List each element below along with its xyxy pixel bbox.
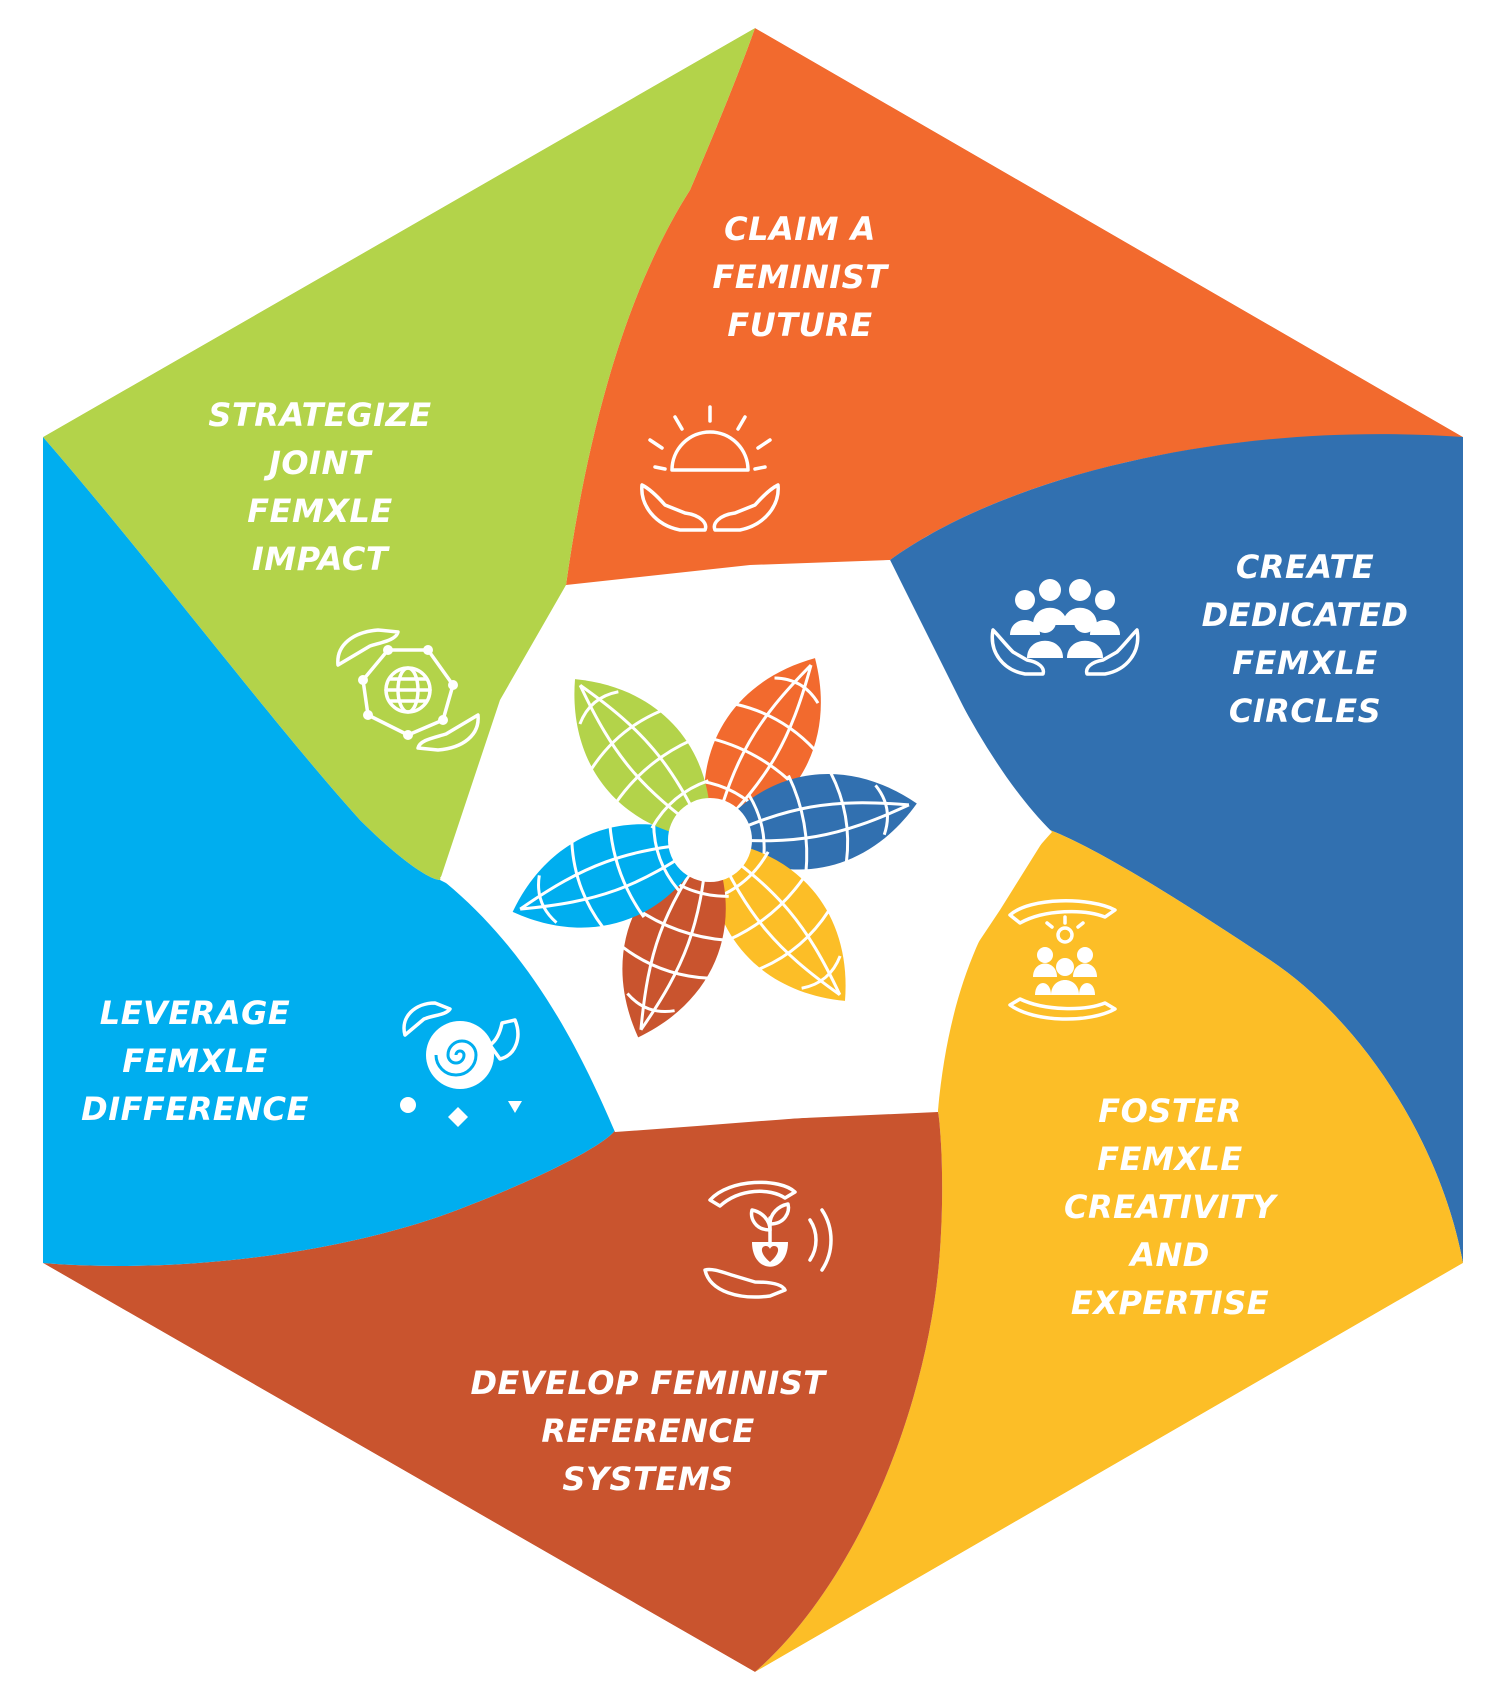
label-line: REFERENCE: [541, 1412, 754, 1450]
label-line: FEMXLE: [1232, 644, 1377, 682]
label-line: FEMXLE: [1097, 1140, 1242, 1178]
label-claim-feminist-future: CLAIM A FEMINIST FUTURE: [712, 210, 889, 344]
label-line: CREATE: [1236, 548, 1374, 586]
segment-create-dedicated-circles: [890, 434, 1463, 1263]
segment-claim-feminist-future: [566, 28, 1463, 585]
label-foster-femxle-creativity-expertise: FOSTER FEMXLE CREATIVITY AND EXPERTISE: [1064, 1092, 1278, 1322]
flower-center: [668, 798, 752, 882]
label-line: STRATEGIZE: [208, 396, 431, 434]
segment-foster-creativity-expertise: [755, 830, 1463, 1672]
label-line: FUTURE: [727, 306, 872, 344]
label-line: JOINT: [263, 444, 373, 482]
label-line: DEVELOP FEMINIST: [470, 1364, 827, 1402]
label-line: FEMINIST: [712, 258, 889, 296]
sprout-heart-hands-icon: [703, 1180, 833, 1299]
label-create-dedicated-femxle-circles: CREATE DEDICATED FEMXLE CIRCLES: [1202, 548, 1409, 730]
label-line: DEDICATED: [1202, 596, 1409, 634]
label-line: CIRCLES: [1229, 692, 1381, 730]
label-strategize-joint-femxle-impact: STRATEGIZE JOINT FEMXLE IMPACT: [208, 396, 431, 578]
label-line: AND: [1127, 1236, 1210, 1274]
label-leverage-femxle-difference: LEVERAGE FEMXLE DIFFERENCE: [81, 994, 309, 1128]
label-line: FOSTER: [1098, 1092, 1241, 1130]
label-line: CREATIVITY: [1064, 1188, 1278, 1226]
nautilus-shell-hands-icon: [400, 1001, 522, 1127]
label-line: EXPERTISE: [1071, 1284, 1269, 1322]
label-line: IMPACT: [252, 540, 390, 578]
sun-hands-icon: [640, 405, 780, 532]
label-line: SYSTEMS: [562, 1460, 733, 1498]
globe-network-hands-icon: [336, 628, 480, 752]
lightbulb-people-hands-icon: [1008, 899, 1117, 1021]
label-line: DIFFERENCE: [81, 1090, 309, 1128]
label-line: FEMXLE: [247, 492, 392, 530]
six-petal-flower-logo-icon: [512, 658, 917, 1038]
label-line: CLAIM A: [724, 210, 876, 248]
segment-develop-reference-systems: [43, 1112, 943, 1672]
label-develop-feminist-reference-systems: DEVELOP FEMINIST REFERENCE SYSTEMS: [470, 1364, 827, 1498]
segment-strategize-joint-impact: [43, 28, 755, 880]
people-group-hands-icon: [990, 579, 1140, 676]
label-line: LEVERAGE: [100, 994, 290, 1032]
label-line: FEMXLE: [122, 1042, 267, 1080]
